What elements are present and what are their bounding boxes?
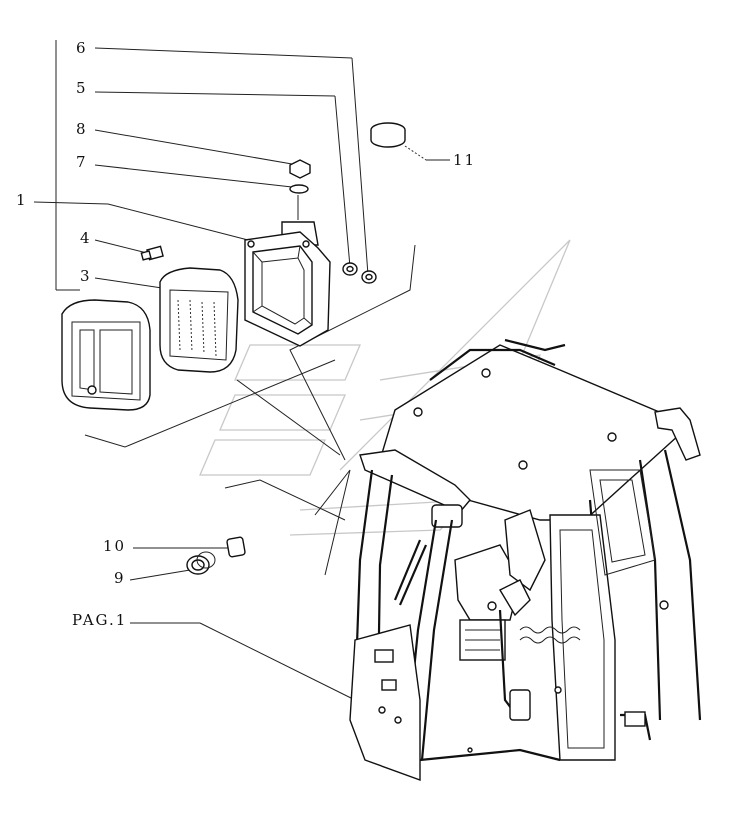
callout-6: 6 <box>76 39 88 57</box>
washer-part-7 <box>289 184 309 194</box>
lamp-housing-part-1 <box>244 195 331 347</box>
cap-part-11 <box>370 122 406 148</box>
callout-8: 8 <box>76 120 88 138</box>
washer-part-6 <box>361 270 377 284</box>
callout-3: 3 <box>80 267 92 285</box>
callout-9: 9 <box>114 569 126 587</box>
callout-pag-1: PAG.1 <box>72 611 127 629</box>
washer-part-5 <box>342 262 358 276</box>
sleeve-part-10 <box>226 536 246 558</box>
bezel-frame <box>61 299 151 411</box>
callout-1: 1 <box>16 191 28 209</box>
callout-7: 7 <box>76 153 88 171</box>
nut-part-8 <box>289 159 311 179</box>
callout-11: 11 <box>453 151 476 169</box>
alignment-lines <box>84 244 416 576</box>
callout-5: 5 <box>76 79 88 97</box>
leader-lines <box>33 40 450 701</box>
grommet-part-9 <box>186 551 216 575</box>
screw-part-4 <box>140 245 164 261</box>
lens-part-3 <box>159 267 239 373</box>
callout-4: 4 <box>80 229 92 247</box>
cab-assembly <box>349 338 702 781</box>
callout-10: 10 <box>103 537 126 555</box>
